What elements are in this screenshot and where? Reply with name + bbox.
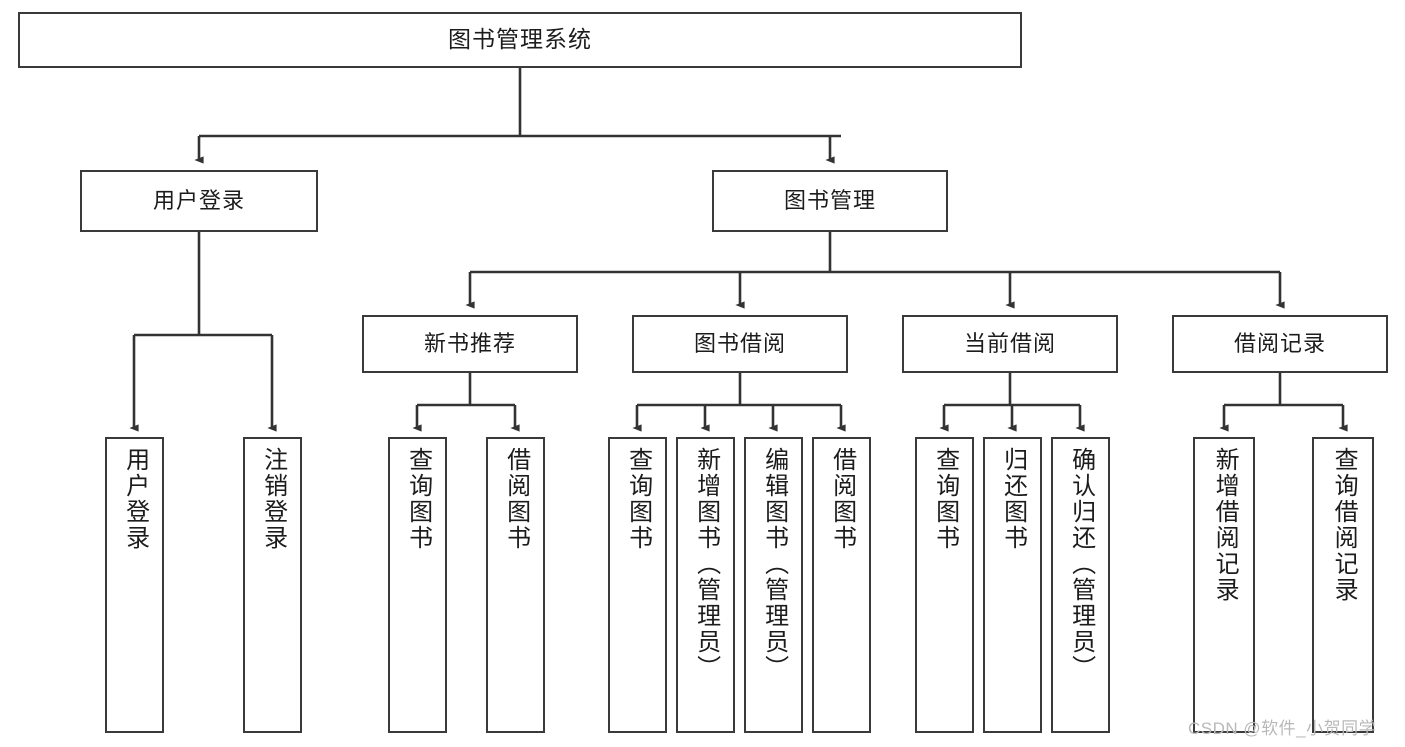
node-user-login[interactable]: 用户登录 [80,170,318,232]
node-book-manage[interactable]: 图书管理 [712,170,948,232]
node-borrow-record-label: 借阅记录 [1233,330,1326,356]
leaf-query-book-2[interactable]: 查询图书 [608,437,667,733]
node-root-system[interactable]: 图书管理系统 [18,12,1022,68]
node-book-borrow[interactable]: 图书借阅 [632,315,848,373]
node-new-book-recommend-label: 新书推荐 [423,330,516,356]
leaf-add-book-admin[interactable]: 新增图书（管理员） [676,437,735,733]
leaf-add-borrow-record[interactable]: 新增借阅记录 [1193,437,1255,733]
leaf-query-book-2-label: 查询图书 [624,447,652,551]
node-root-label: 图书管理系统 [448,26,592,53]
node-new-book-recommend[interactable]: 新书推荐 [362,315,578,373]
leaf-user-login[interactable]: 用户登录 [105,437,164,733]
node-user-login-label: 用户登录 [152,187,245,213]
leaf-confirm-return-admin[interactable]: 确认归还（管理员） [1051,437,1110,733]
leaf-borrow-book-1-label: 借阅图书 [502,447,530,551]
leaf-add-book-admin-label: 新增图书（管理员） [692,447,720,681]
node-book-manage-label: 图书管理 [783,187,876,213]
leaf-query-book-3-label: 查询图书 [931,447,959,551]
leaf-borrow-book-1[interactable]: 借阅图书 [486,437,545,733]
node-current-borrow-label: 当前借阅 [963,330,1056,356]
leaf-borrow-book-2[interactable]: 借阅图书 [812,437,871,733]
node-book-borrow-label: 图书借阅 [693,330,786,356]
leaf-return-book-label: 归还图书 [999,447,1027,551]
leaf-user-login-label: 用户登录 [121,447,149,551]
leaf-confirm-return-admin-label: 确认归还（管理员） [1067,447,1095,681]
leaf-return-book[interactable]: 归还图书 [983,437,1042,733]
leaf-borrow-book-2-label: 借阅图书 [828,447,856,551]
leaf-query-book-3[interactable]: 查询图书 [915,437,974,733]
leaf-query-book-1[interactable]: 查询图书 [388,437,447,733]
leaf-query-borrow-record-label: 查询借阅记录 [1330,447,1358,603]
leaf-edit-book-admin[interactable]: 编辑图书（管理员） [744,437,803,733]
leaf-query-book-1-label: 查询图书 [404,447,432,551]
leaf-logout-login-label: 注销登录 [259,447,287,551]
leaf-add-borrow-record-label: 新增借阅记录 [1211,447,1239,603]
watermark: CSDN @软件_小贺同学 [1188,719,1377,738]
leaf-logout-login[interactable]: 注销登录 [243,437,302,733]
leaf-edit-book-admin-label: 编辑图书（管理员） [760,447,788,681]
node-current-borrow[interactable]: 当前借阅 [902,315,1118,373]
node-borrow-record[interactable]: 借阅记录 [1172,315,1388,373]
leaf-query-borrow-record[interactable]: 查询借阅记录 [1312,437,1374,733]
